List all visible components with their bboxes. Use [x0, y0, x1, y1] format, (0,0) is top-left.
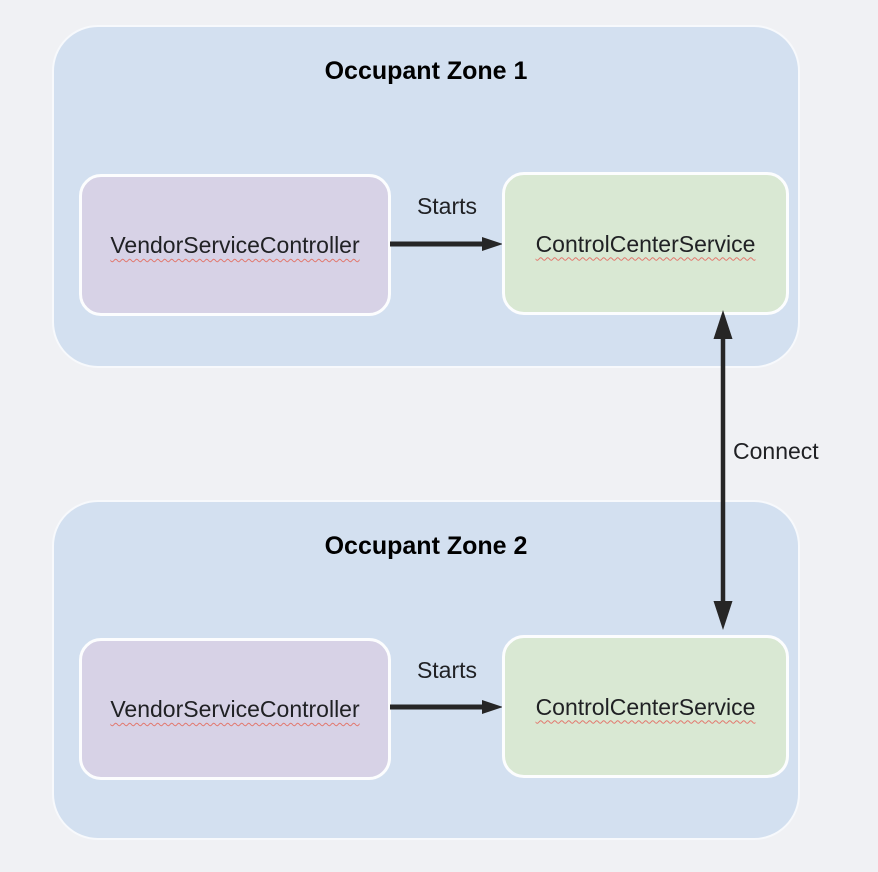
- zone-1-title: Occupant Zone 1: [324, 57, 528, 85]
- connect-arrow-label: Connect: [733, 438, 819, 464]
- control-center-service-box: ControlCenterService: [502, 172, 789, 315]
- vendor-service-controller-box: VendorServiceController: [79, 638, 391, 780]
- control-center-service-label: ControlCenterService: [535, 230, 756, 257]
- starts-arrow-label: Starts: [416, 657, 478, 683]
- vendor-service-controller-box: VendorServiceController: [79, 174, 391, 316]
- zone-2-title: Occupant Zone 2: [324, 532, 528, 560]
- starts-arrow: [390, 700, 503, 714]
- vendor-service-controller-label: VendorServiceController: [110, 232, 360, 258]
- starts-arrow: [390, 237, 503, 251]
- control-center-service-label: ControlCenterService: [535, 693, 756, 720]
- control-center-service-box: ControlCenterService: [502, 635, 789, 778]
- connect-arrow: [713, 310, 733, 630]
- vendor-service-controller-label: VendorServiceController: [110, 696, 360, 722]
- starts-arrow-label: Starts: [416, 193, 478, 219]
- occupant-zone-1: Occupant Zone 1 VendorServiceController …: [52, 25, 800, 368]
- occupant-zone-2: Occupant Zone 2 VendorServiceController …: [52, 500, 800, 840]
